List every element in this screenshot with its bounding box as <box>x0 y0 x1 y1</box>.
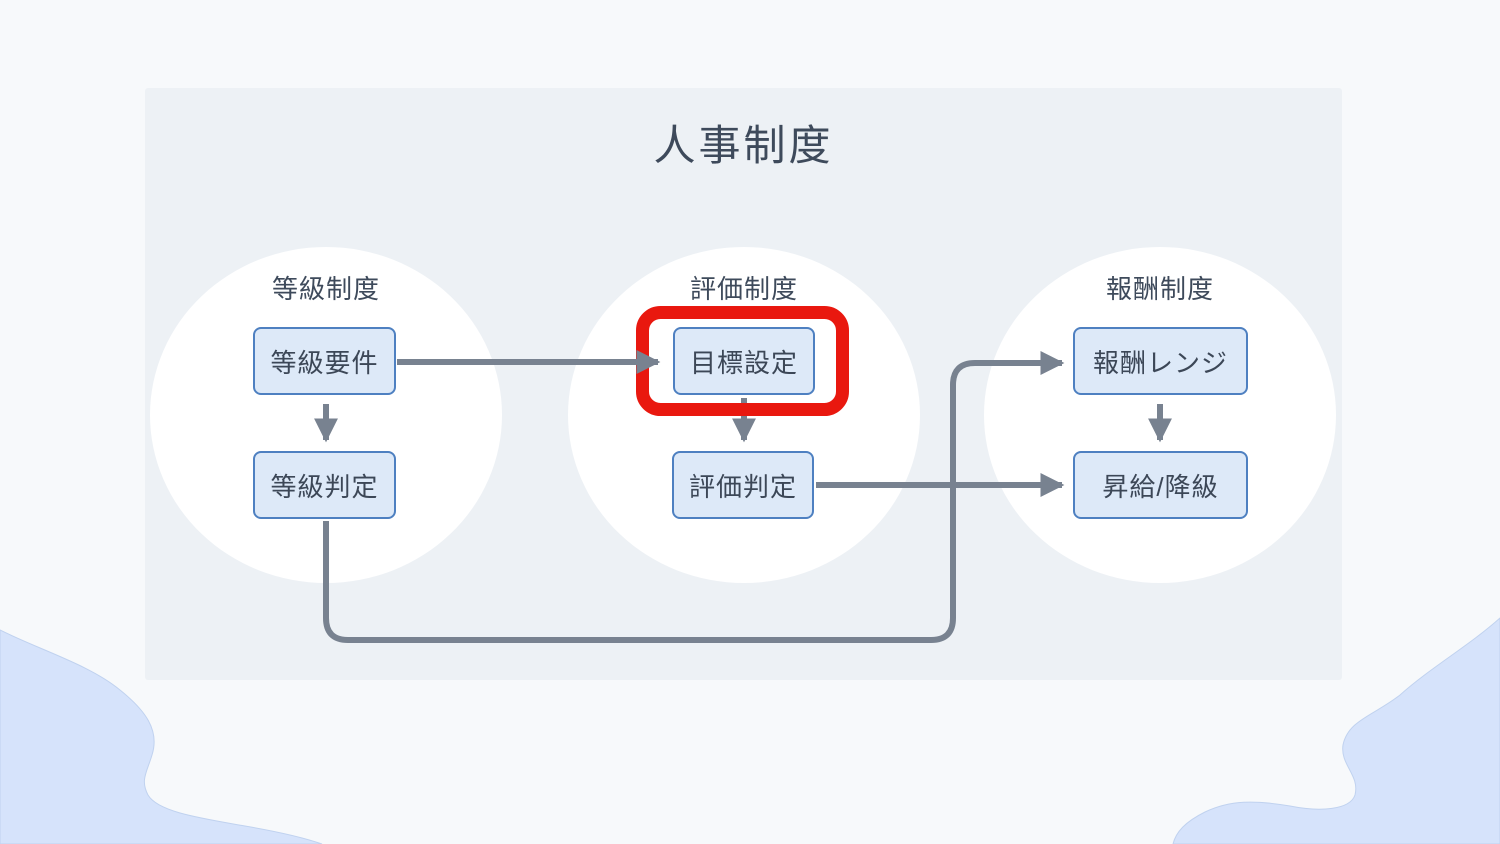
section-heading-evaluation: 評価制度 <box>689 274 798 304</box>
box-raise-demotion[interactable]: 昇給/降級 <box>1073 451 1248 519</box>
wave-blob-bottom-left-icon <box>0 629 323 844</box>
section-heading-grade: 等級制度 <box>271 274 380 304</box>
box-evaluation-judgement[interactable]: 評価判定 <box>672 451 814 519</box>
section-heading-compensation: 報酬制度 <box>1105 274 1214 304</box>
box-grade-requirements[interactable]: 等級要件 <box>253 327 396 395</box>
arrow-grade-judge-to-comp-range <box>323 351 1065 643</box>
wave-blob-bottom-right-icon <box>1172 617 1500 844</box>
box-grade-judgement[interactable]: 等級判定 <box>253 451 396 519</box>
box-compensation-range[interactable]: 報酬レンジ <box>1073 327 1248 395</box>
box-goal-setting-highlighted[interactable]: 目標設定 <box>673 327 815 395</box>
page-title: 人事制度 <box>653 122 834 169</box>
